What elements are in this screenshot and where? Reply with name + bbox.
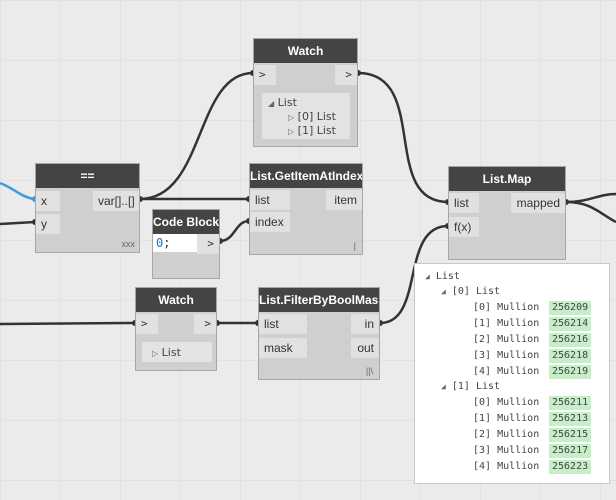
input-port-x[interactable]: x	[36, 191, 60, 211]
watch-input-port[interactable]: >	[254, 65, 276, 85]
list-item-index: [3] Mullion	[473, 350, 540, 361]
list-item-value: 256213	[549, 412, 592, 426]
input-port-y[interactable]: y	[36, 214, 60, 234]
list-item-index: [3] Mullion	[473, 445, 540, 456]
list-item-value: 256223	[549, 460, 592, 474]
input-port-list[interactable]: list	[259, 314, 307, 334]
input-port-fx[interactable]: f(x)	[449, 217, 479, 237]
collapse-icon: ◢	[425, 272, 430, 281]
list-item-value: 256211	[549, 396, 592, 410]
input-port-mask[interactable]: mask	[259, 338, 307, 358]
output-port[interactable]: var[]..[]	[93, 191, 139, 211]
expand-icon: ▷	[152, 349, 159, 358]
list-item-index: [2] Mullion	[473, 334, 540, 345]
code-output-port[interactable]: >	[197, 234, 219, 254]
wire-watch-to-map	[357, 71, 449, 204]
list-item-index: [0] Mullion	[473, 397, 540, 408]
watch-node-bottom[interactable]: Watch > > ▷ List	[135, 287, 217, 371]
tree-root[interactable]: ◢ List	[425, 271, 460, 282]
watch-output-port[interactable]: >	[335, 65, 357, 85]
wire-into-equals-x	[0, 181, 36, 201]
input-port-index[interactable]: index	[250, 212, 290, 232]
output-port-item[interactable]: item	[326, 190, 362, 210]
list-item-index: [0] Mullion	[473, 302, 540, 313]
node-title: Watch	[254, 39, 357, 63]
node-title: List.GetItemAtIndex	[250, 164, 362, 188]
collapse-icon: ◢	[441, 287, 446, 296]
wire-codeblock-to-index	[219, 219, 250, 243]
tree-root[interactable]: ◢ List	[268, 96, 297, 109]
collapse-icon: ◢	[441, 382, 446, 391]
filter-by-bool-mask-node[interactable]: List.FilterByBoolMask list mask in out |…	[258, 287, 380, 380]
tree-item[interactable]: ▷ [0] List	[288, 110, 336, 123]
list-item-value: 256214	[549, 317, 592, 331]
list-item-index: [4] Mullion	[473, 366, 540, 377]
tree-group[interactable]: ◢ [1] List	[441, 381, 501, 392]
expand-icon: ▷	[288, 127, 295, 136]
node-title: ==	[36, 164, 139, 188]
list-item-index: [1] Mullion	[473, 318, 540, 329]
output-port-in[interactable]: in	[351, 314, 379, 334]
input-port-list[interactable]: list	[250, 190, 290, 210]
wire-mapped-out-1	[565, 192, 616, 204]
list-item-value: 256209	[549, 301, 592, 315]
watch-output-port[interactable]: >	[194, 314, 216, 334]
list-item-value: 256215	[549, 428, 592, 442]
lacing-indicator[interactable]: ||\	[365, 366, 373, 376]
list-item-value: 256216	[549, 333, 592, 347]
wire-into-equals-y	[0, 220, 36, 226]
wire-filter-to-map	[379, 224, 449, 325]
wire-equals-to-watch	[139, 71, 254, 201]
node-title: List.FilterByBoolMask	[259, 288, 379, 312]
node-title: Watch	[136, 288, 216, 312]
list-item-index: [1] Mullion	[473, 413, 540, 424]
wire-mapped-out-2	[565, 200, 616, 224]
wire-into-watch-bottom	[0, 321, 136, 326]
list-item-index: [2] Mullion	[473, 429, 540, 440]
tree-item[interactable]: ▷ [1] List	[288, 124, 336, 137]
list-map-node[interactable]: List.Map list f(x) mapped	[448, 166, 566, 260]
tree-group[interactable]: ◢ [0] List	[441, 286, 501, 297]
lacing-indicator[interactable]: |	[353, 241, 356, 251]
collapse-icon: ◢	[268, 99, 275, 108]
watch-input-port[interactable]: >	[136, 314, 158, 334]
watch-preview: ▷ List	[142, 342, 212, 362]
output-port-out[interactable]: out	[351, 338, 379, 358]
code-editor[interactable]: 0;	[153, 234, 197, 252]
list-item-value: 256217	[549, 444, 592, 458]
code-block-node[interactable]: Code Block 0; >	[152, 209, 220, 279]
lacing-indicator[interactable]: xxx	[121, 239, 136, 249]
node-title: Code Block	[153, 210, 219, 234]
list-item-value: 256219	[549, 365, 592, 379]
output-port-mapped[interactable]: mapped	[511, 193, 565, 213]
watch-preview: ◢ List ▷ [0] List ▷ [1] List	[262, 93, 350, 139]
watch-node-top[interactable]: Watch > > ◢ List ▷ [0] List ▷ [1] List	[253, 38, 358, 147]
code-semicolon: ;	[163, 236, 171, 250]
tree-item[interactable]: ▷ List	[152, 346, 181, 359]
list-item-value: 256218	[549, 349, 592, 363]
input-port-list[interactable]: list	[449, 193, 479, 213]
code-number: 0	[156, 236, 164, 250]
list-item-index: [4] Mullion	[473, 461, 540, 472]
expand-icon: ▷	[288, 113, 295, 122]
node-title: List.Map	[449, 167, 565, 191]
equals-node[interactable]: == x y var[]..[] xxx	[35, 163, 140, 253]
list-map-output-preview[interactable]: ◢ List ◢ [0] List [0] Mullion 256209 [1]…	[414, 263, 610, 484]
get-item-at-index-node[interactable]: List.GetItemAtIndex list index item |	[249, 163, 363, 255]
